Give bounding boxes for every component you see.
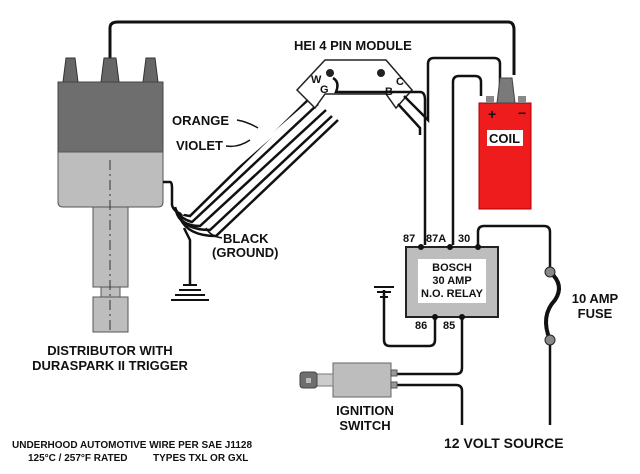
ignition-switch-label: IGNITION SWITCH <box>320 403 410 433</box>
ignition-to-source-wire <box>397 383 464 425</box>
relay-pin-87: 87 <box>403 233 416 245</box>
coil-label: COIL <box>489 131 521 146</box>
coil-tower <box>496 77 516 104</box>
distributor-label-line1: DISTRIBUTOR WITH <box>47 343 173 358</box>
fuse-label-line2: FUSE <box>577 306 613 321</box>
relay-85-to-ignition-wire <box>397 317 464 376</box>
ignition-label-line2: SWITCH <box>339 418 391 433</box>
black-wire-label: BLACK <box>223 231 269 246</box>
module-pin-g: G <box>320 84 329 96</box>
ignition-label-line1: IGNITION <box>336 403 394 418</box>
wire-spec-note-rating: 125°C / 257°F RATED <box>28 453 128 464</box>
relay-pin-86: 86 <box>415 320 428 332</box>
relay-label-bg <box>418 259 486 303</box>
module-screw-left <box>326 69 334 77</box>
orange-wire-label: ORANGE <box>172 113 230 128</box>
ground-wire <box>182 227 192 285</box>
distributor-cap <box>57 81 164 153</box>
ignition-switch-body <box>332 362 392 398</box>
relay-87a-wire <box>451 74 483 245</box>
relay-86-ground-wire <box>382 290 437 348</box>
module-c-to-coil-wire <box>403 56 502 124</box>
module-pin-b: B <box>385 86 393 98</box>
relay-pin-87a: 87A <box>426 233 447 245</box>
relay-pin-30: 30 <box>458 233 471 245</box>
fuse-label: 10 AMP FUSE <box>570 291 620 321</box>
relay-label: BOSCH 30 AMP N.O. RELAY <box>418 262 486 301</box>
coil-label-bg <box>487 130 523 146</box>
g-to-relay-87-wire <box>332 76 427 245</box>
coil-minus: − <box>518 105 527 121</box>
ground-wire-label: (GROUND) <box>212 245 279 260</box>
source-label: 12 VOLT SOURCE <box>444 435 564 451</box>
relay-label-line3: N.O. RELAY <box>421 288 483 300</box>
module-label: HEI 4 PIN MODULE <box>294 38 412 53</box>
violet-wire-label: VIOLET <box>176 138 223 153</box>
coil-body <box>478 102 532 210</box>
wire-spec-note-types: TYPES TXL OR GXL <box>153 453 249 464</box>
module-screw-right <box>377 69 385 77</box>
distributor-cap-terminals <box>62 57 159 83</box>
fuse-label-line1: 10 AMP <box>571 291 619 306</box>
module-pin-c: C <box>396 76 404 88</box>
relay-label-line1: BOSCH <box>432 262 472 274</box>
module-b-wire <box>397 103 422 135</box>
distributor-label: DISTRIBUTOR WITH DURASPARK II TRIGGER <box>20 343 200 373</box>
distributor-label-line2: DURASPARK II TRIGGER <box>32 358 188 373</box>
module-pin-w: W <box>311 74 322 86</box>
wire-spec-note-line1: UNDERHOOD AUTOMOTIVE WIRE PER SAE J1128 <box>12 440 253 451</box>
relay-ground-symbol <box>374 286 394 298</box>
coil-to-distributor-wire <box>108 20 516 75</box>
distributor-ground-symbol <box>171 284 209 301</box>
relay-pin-85: 85 <box>443 320 456 332</box>
distributor-base <box>57 151 164 208</box>
coil-plus: + <box>488 106 497 122</box>
relay-label-line2: 30 AMP <box>432 275 472 287</box>
fuse-element <box>544 270 561 341</box>
relay-30-to-fuse-wire <box>476 224 552 270</box>
